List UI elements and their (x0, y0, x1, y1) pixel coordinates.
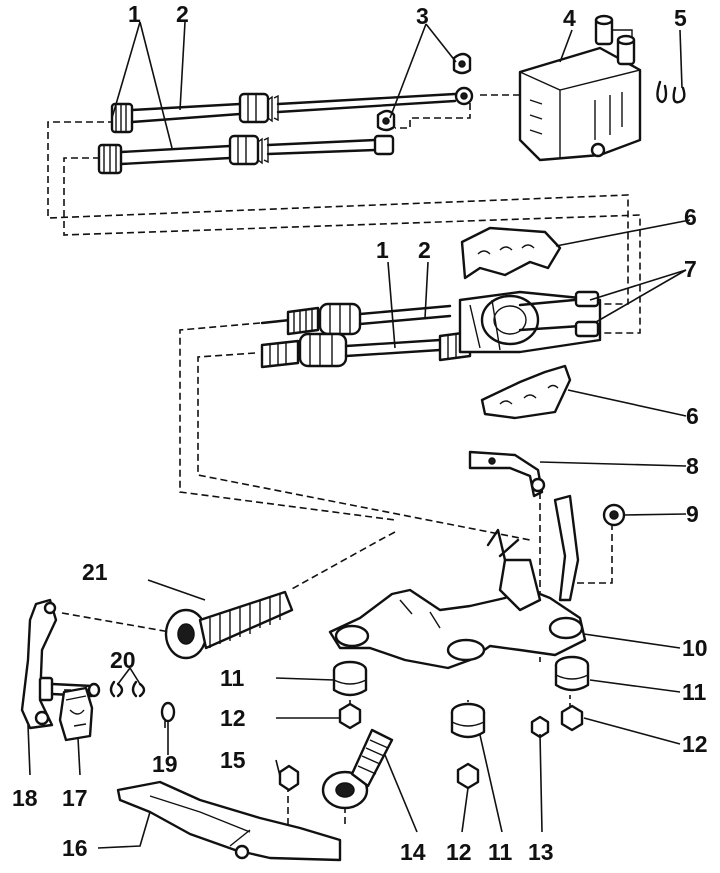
callout-6-lower: 6 (686, 403, 699, 429)
callout-4: 4 (563, 5, 576, 31)
bush-left (338, 702, 362, 730)
selector-lever (468, 450, 546, 498)
callout-15: 15 (220, 747, 246, 773)
rubber-mount-left (332, 660, 368, 697)
leader-lines (27, 21, 691, 849)
callout-11-left: 11 (220, 665, 245, 691)
middle-gear-cables (260, 302, 472, 369)
gearbox-housing (518, 14, 642, 162)
bush-right (560, 704, 584, 732)
callout-14: 14 (400, 839, 426, 865)
callout-12-bottom: 12 (446, 839, 472, 865)
callout-12-right: 12 (682, 731, 708, 757)
base-bracket (116, 780, 342, 862)
bolt (602, 503, 626, 527)
callout-13: 13 (528, 839, 554, 865)
shift-lever-housing (328, 494, 587, 670)
callout-2-top: 2 (176, 1, 189, 27)
nut-15 (278, 764, 300, 792)
callout-5: 5 (674, 5, 687, 31)
bearing-block (58, 686, 94, 742)
callout-16: 16 (62, 835, 88, 861)
callout-19: 19 (152, 751, 178, 777)
rubber-mount-right (554, 655, 590, 692)
callout-1-middle: 1 (376, 237, 389, 263)
bush-middle (456, 762, 480, 790)
nut-13 (530, 715, 550, 739)
rubber-mount-middle (450, 702, 486, 739)
callout-numbers: 1 2 3 4 5 6 7 1 2 6 8 9 10 11 12 21 20 1… (12, 1, 708, 865)
bracket-lower-cover (480, 364, 572, 420)
lower-shift-rod (321, 728, 394, 810)
callout-11-right: 11 (682, 679, 707, 705)
callout-20: 20 (110, 647, 136, 673)
cable-bracket (458, 290, 602, 354)
callout-11-bottom: 11 (488, 839, 513, 865)
callout-9: 9 (686, 501, 699, 527)
shift-rod (164, 590, 294, 660)
callout-7: 7 (684, 256, 697, 282)
circlip-pair (109, 680, 146, 698)
retaining-ring (160, 701, 176, 723)
callout-21: 21 (82, 559, 108, 585)
callout-2-middle: 2 (418, 237, 431, 263)
callout-8: 8 (686, 453, 699, 479)
callout-17: 17 (62, 785, 88, 811)
bracket-upper-cover (460, 226, 562, 280)
retaining-clip (656, 80, 686, 104)
callout-18: 18 (12, 785, 38, 811)
callout-10: 10 (682, 635, 708, 661)
lever-plate (20, 598, 58, 730)
connection-lines (47, 94, 641, 825)
callout-1-top: 1 (128, 1, 141, 27)
callout-6-upper: 6 (684, 204, 697, 230)
callout-3: 3 (416, 3, 429, 29)
callout-12-left: 12 (220, 705, 246, 731)
upper-gear-cables (97, 52, 474, 175)
